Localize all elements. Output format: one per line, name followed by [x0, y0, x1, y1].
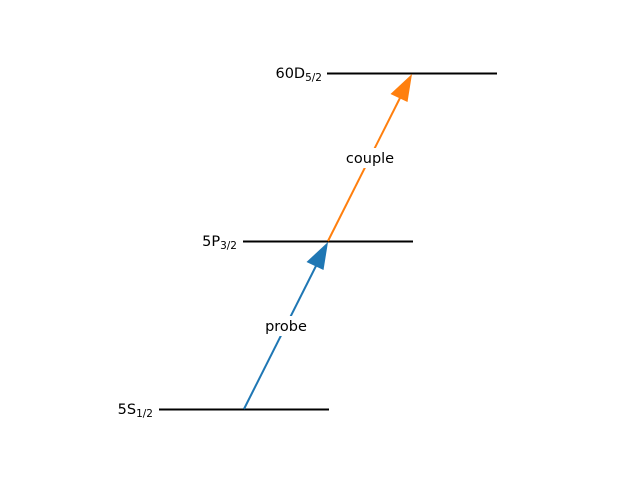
probe-label-background: [261, 316, 311, 336]
couple-label: couple: [346, 151, 394, 167]
level-label-5s: 5S1/2: [118, 402, 153, 420]
couple-label-background: [341, 148, 399, 168]
level-label-5p: 5P3/2: [202, 234, 237, 252]
couple-arrow-head: [390, 74, 412, 102]
probe-label: probe: [265, 319, 307, 335]
probe-arrow-head: [306, 242, 328, 270]
level-label-60d: 60D5/2: [275, 66, 322, 84]
